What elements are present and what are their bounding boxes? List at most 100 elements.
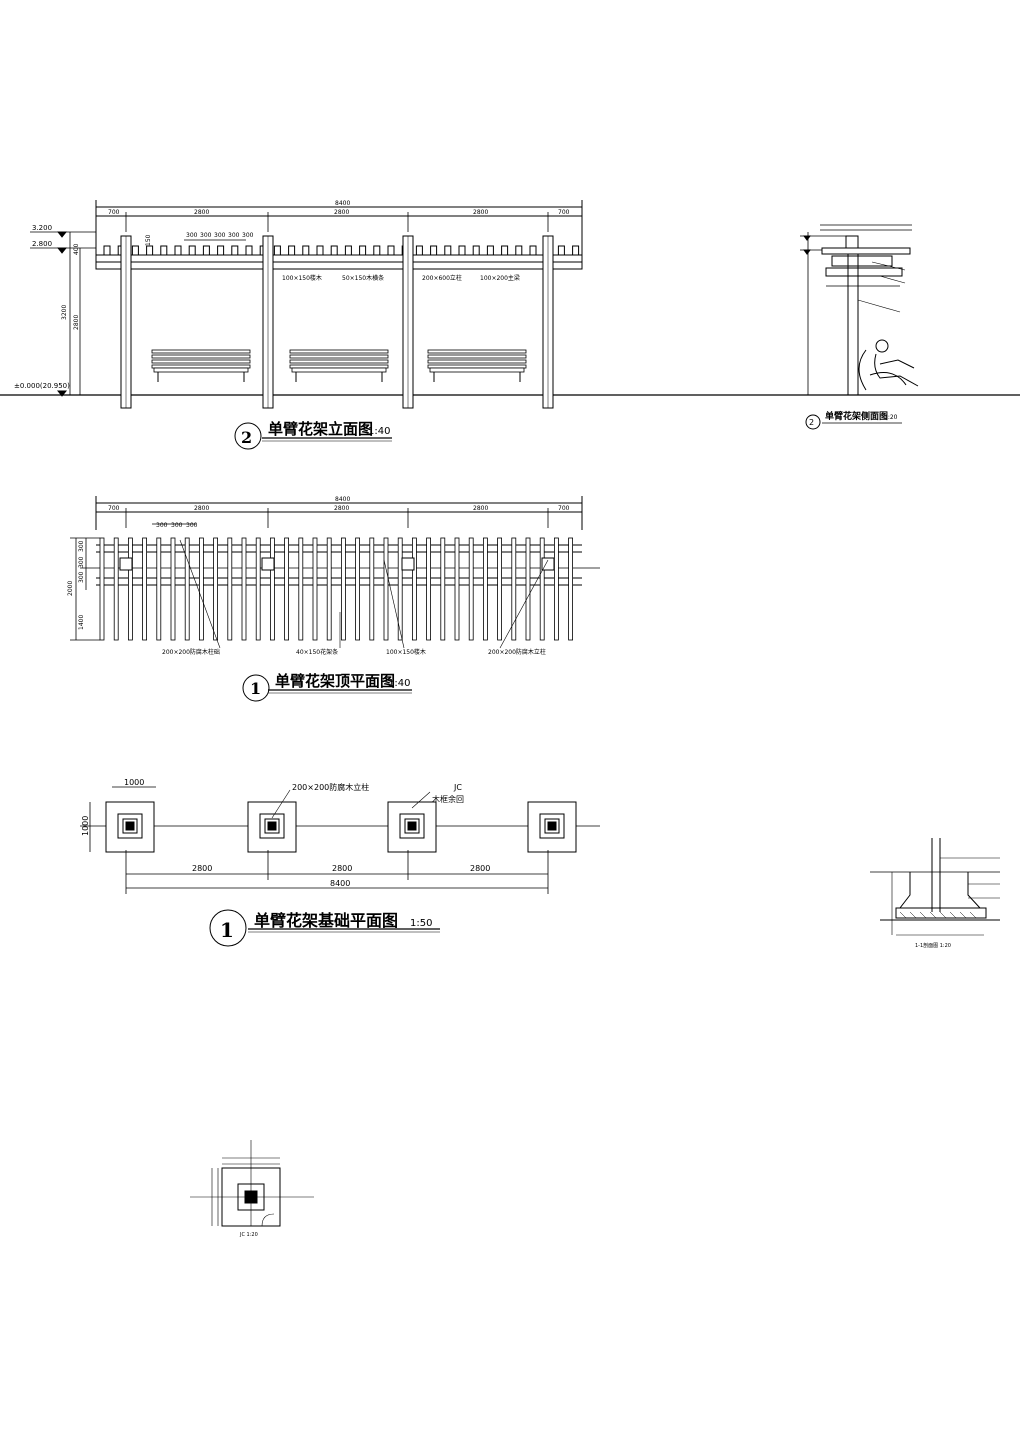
roof-plan-scale: 1:40 <box>388 678 410 689</box>
rafter <box>515 245 523 256</box>
detail-section-caption: 1-1剖面图 1:20 <box>915 942 951 949</box>
elevation-scale: 1:40 <box>368 426 390 437</box>
elevation-height-mid: 2800 <box>73 315 80 330</box>
slat <box>241 537 247 641</box>
slat <box>554 537 559 641</box>
foundation-label-pit: 木框余回 <box>432 794 464 804</box>
rafter <box>529 245 537 256</box>
foundation-number: 1 <box>220 918 234 942</box>
rafter <box>557 245 565 256</box>
rafter <box>131 245 139 256</box>
elevation-level-ground: ±0.000(20.950) <box>14 382 70 390</box>
foundation-label-jc: JC <box>453 783 462 792</box>
slat <box>142 537 148 641</box>
rafter <box>472 245 480 256</box>
roof-plan-number: 1 <box>250 679 261 698</box>
rafter <box>330 245 338 256</box>
rafter <box>415 245 423 256</box>
slat <box>255 537 261 641</box>
roof-plan-rafter-dim-1: 300 <box>171 522 183 529</box>
roof-plan-left-dim-1: 300 <box>78 556 85 568</box>
rafter <box>288 245 296 256</box>
title-markers <box>209 414 821 947</box>
slat <box>326 537 332 641</box>
slat <box>113 537 119 641</box>
rafter <box>572 245 580 256</box>
elevation-height-left: 3200 <box>61 305 68 320</box>
roof-plan-rafter-dim-2: 300 <box>186 522 198 529</box>
plan-post <box>261 557 275 571</box>
rafter <box>387 245 395 256</box>
roof-plan-dim-2: 2800 <box>334 505 349 512</box>
slat <box>284 537 290 641</box>
rafter <box>273 245 281 256</box>
slat <box>156 537 162 641</box>
slat <box>227 537 233 641</box>
elevation-height-top: 400 <box>73 243 80 255</box>
section-number: 2 <box>809 418 814 427</box>
roof-plan-left-dim-0: 300 <box>78 540 85 552</box>
rafter <box>373 245 381 256</box>
roof-plan-dim-4: 700 <box>558 505 570 512</box>
elevation-level-top: 3.200 <box>32 224 52 232</box>
foundation-spacing-0: 2800 <box>192 864 212 873</box>
slat <box>184 537 190 641</box>
elevation-dim-4: 700 <box>558 209 570 216</box>
roof-plan-label-2: 100×150楼木 <box>386 648 426 656</box>
roof-plan-total-dim: 8400 <box>335 496 350 503</box>
rafter <box>174 245 182 256</box>
slat <box>127 537 133 641</box>
slat <box>198 537 204 641</box>
slat <box>482 537 488 641</box>
slat <box>369 537 375 641</box>
roof-plan-left-lower: 1400 <box>78 615 85 630</box>
footing-pad <box>527 801 577 853</box>
slat <box>568 537 573 641</box>
plan-post <box>119 557 133 571</box>
foundation-plan-drawing <box>80 786 600 894</box>
slat <box>397 537 403 641</box>
roof-plan-dim-1: 2800 <box>194 505 209 512</box>
plan-post <box>401 557 415 571</box>
rafter <box>501 245 509 256</box>
elevation-dim-0: 700 <box>108 209 120 216</box>
foundation-footing-w: 1000 <box>124 778 144 787</box>
detail-section-drawing <box>870 838 1000 936</box>
section-title: 单臂花架侧面图 <box>825 410 888 422</box>
slat <box>411 537 417 641</box>
roof-plan-label-3: 200×200防腐木立柱 <box>488 648 546 656</box>
slat <box>269 537 275 641</box>
elevation-small-dim: 150 <box>145 234 152 246</box>
rafter <box>344 245 352 256</box>
rafter <box>231 245 239 256</box>
bench <box>427 349 527 382</box>
slat <box>454 537 460 641</box>
slat <box>426 537 432 641</box>
detail-plan-caption: JC 1:20 <box>239 1232 258 1238</box>
foundation-scale: 1:50 <box>410 918 432 929</box>
bench <box>289 349 389 382</box>
bench <box>151 349 251 382</box>
foundation-footing-h: 1000 <box>81 816 90 836</box>
foundation-spacing-2: 2800 <box>470 864 490 873</box>
foundation-label-post: 200×200防腐木立柱 <box>292 782 369 792</box>
footing-pad <box>105 801 155 853</box>
elevation-rafter-dim-4: 300 <box>242 232 254 239</box>
slat <box>468 537 474 641</box>
slat <box>539 537 545 641</box>
slat <box>355 537 361 641</box>
roof-plan-title: 单臂花架顶平面图 <box>275 672 395 690</box>
rafter <box>202 245 210 256</box>
detail-plan-drawing <box>190 1140 314 1227</box>
elevation-rafter-dim-2: 300 <box>214 232 226 239</box>
roof-plan-dim-0: 700 <box>108 505 120 512</box>
slat <box>383 537 389 641</box>
elevation-rafter-dim-1: 300 <box>200 232 212 239</box>
rafter <box>302 245 310 256</box>
elevation-label-1: 50×150木横条 <box>342 274 384 282</box>
rafter <box>146 245 154 256</box>
elevation-dim-3: 2800 <box>473 209 488 216</box>
roof-plan-label-0: 200×200防腐木柱础 <box>162 648 220 656</box>
elevation-label-2: 200×600立柱 <box>422 274 462 282</box>
